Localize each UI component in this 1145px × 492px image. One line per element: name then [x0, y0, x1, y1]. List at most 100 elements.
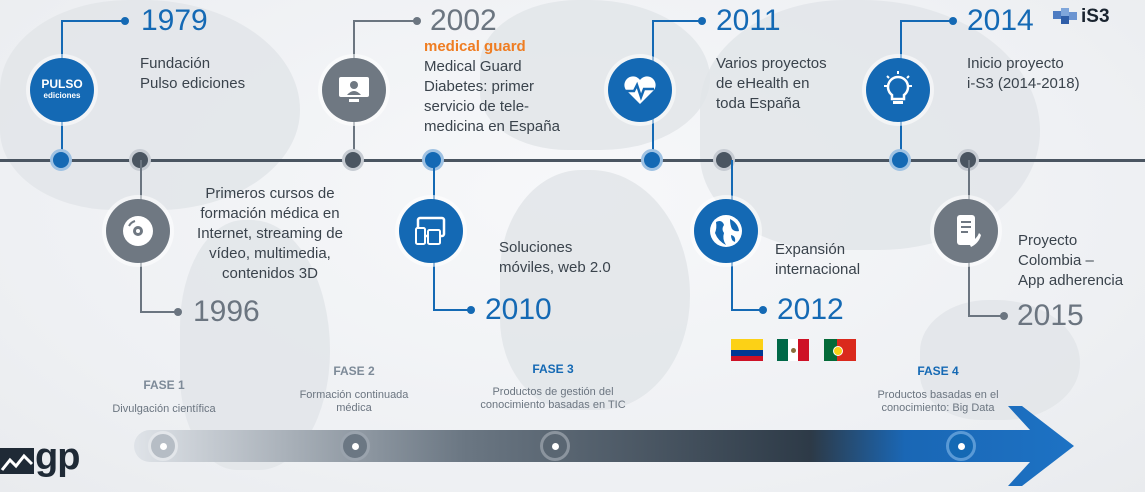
phase-4-title: FASE 4 — [917, 364, 959, 378]
desc-line: Fundación — [140, 55, 211, 72]
year-2014: 2014 — [967, 4, 1034, 37]
year-1996: 1996 — [193, 295, 260, 328]
phase-desc-line: conocimiento basadas en TIC — [480, 399, 626, 411]
phone-app-icon — [934, 199, 998, 263]
year-dot-2002 — [413, 17, 421, 25]
desc-line: Pulso ediciones — [140, 75, 246, 92]
year-2012: 2012 — [777, 293, 844, 326]
year-dot-2014 — [949, 17, 957, 25]
connector-1996-h — [140, 311, 178, 313]
phase-arrow — [134, 406, 1074, 486]
phase-desc-line: Formación continuada — [299, 389, 409, 401]
desc-line: móviles, web 2.0 — [499, 259, 611, 276]
logo-pulso-text: PULSO — [41, 77, 83, 91]
milestone-2011-desc: Varios proyectos de eHealth en toda Espa… — [716, 54, 827, 114]
phase-desc-line: Productos de gestión del — [492, 386, 614, 398]
desc-line: formación médica en — [200, 205, 340, 222]
desc-line: internacional — [775, 261, 861, 278]
map-australia — [920, 300, 1080, 420]
desc-line: Colombia – — [1018, 252, 1094, 269]
year-dot-2012 — [759, 306, 767, 314]
connector-2014-h — [900, 20, 953, 22]
milestone-1979-desc: Fundación Pulso ediciones — [140, 54, 245, 94]
flag-colombia — [731, 339, 763, 361]
phase-3-desc: Productos de gestión del conocimiento ba… — [480, 386, 625, 412]
globe-icon — [694, 199, 758, 263]
milestone-2014-desc: Inicio proyecto i-S3 (2014-2018) — [967, 54, 1080, 94]
gp-logo-text: gp — [35, 436, 80, 478]
phase-node-3 — [540, 431, 570, 461]
doctor-monitor-icon — [322, 58, 386, 122]
is3-logo: iS3 — [1052, 6, 1110, 28]
desc-line: Primeros cursos de — [205, 185, 335, 202]
phase-2-title: FASE 2 — [333, 364, 375, 378]
year-1979: 1979 — [141, 4, 208, 37]
timeline-node-2014 — [889, 149, 911, 171]
phase-3-title: FASE 3 — [532, 362, 574, 376]
milestone-2010-desc: Soluciones móviles, web 2.0 — [499, 238, 611, 278]
desc-line: i-S3 (2014-2018) — [967, 75, 1080, 92]
year-2015: 2015 — [1017, 299, 1084, 332]
pulso-ediciones-logo: PULSO ediciones — [30, 58, 94, 122]
phase-desc-line: Divulgación científica — [112, 403, 216, 415]
desc-line: Diabetes: primer — [424, 78, 535, 95]
phase-1-title: FASE 1 — [143, 378, 185, 392]
logo-ediciones-text: ediciones — [43, 91, 81, 100]
connector-2011-h — [652, 20, 702, 22]
desc-line: Proyecto — [1018, 232, 1078, 249]
lightbulb-icon — [866, 58, 930, 122]
phase-node-2 — [340, 431, 370, 461]
phase-2-desc: Formación continuada médica — [300, 389, 409, 415]
year-dot-2010 — [467, 306, 475, 314]
medical-guard-brand: medical guard — [424, 38, 526, 55]
timeline-node-1979 — [50, 149, 72, 171]
desc-line: App adherencia — [1018, 272, 1124, 289]
heart-pulse-icon — [608, 58, 672, 122]
map-europe — [480, 0, 710, 150]
flag-portugal — [824, 339, 856, 361]
timeline-node-2002 — [342, 149, 364, 171]
desc-line: vídeo, multimedia, — [209, 245, 331, 262]
phase-node-4 — [946, 431, 976, 461]
desc-line: medicina en España — [424, 118, 560, 135]
year-dot-2015 — [1000, 312, 1008, 320]
phase-desc-line: médica — [336, 402, 372, 414]
desc-line: Medical Guard — [424, 58, 522, 75]
devices-icon — [399, 199, 463, 263]
timeline-axis — [0, 159, 1145, 162]
year-2002: 2002 — [430, 4, 497, 37]
desc-line: contenidos 3D — [222, 265, 318, 282]
desc-line: Internet, streaming de — [197, 225, 343, 242]
map-africa — [500, 170, 690, 410]
year-dot-2011 — [698, 17, 706, 25]
milestone-2015-desc: Proyecto Colombia – App adherencia — [1018, 231, 1123, 291]
mountain-icon — [0, 448, 34, 474]
gp-logo: gp — [0, 436, 80, 478]
milestone-2012-desc: Expansión internacional — [775, 240, 860, 280]
puzzle-icon — [1053, 8, 1077, 24]
desc-line: servicio de tele- — [424, 98, 530, 115]
year-dot-1996 — [174, 308, 182, 316]
year-2010: 2010 — [485, 293, 552, 326]
desc-line: Inicio proyecto — [967, 55, 1064, 72]
connector-2002-h — [353, 20, 417, 22]
milestone-2002-desc: Medical Guard Diabetes: primer servicio … — [424, 57, 560, 137]
disc-icon — [106, 199, 170, 263]
phase-desc-line: conocimiento: Big Data — [881, 402, 995, 414]
year-dot-1979 — [121, 17, 129, 25]
timeline-node-2011 — [641, 149, 663, 171]
desc-line: Varios proyectos — [716, 55, 827, 72]
desc-line: Soluciones — [499, 239, 573, 256]
year-2011: 2011 — [716, 4, 781, 37]
desc-line: Expansión — [775, 241, 846, 258]
desc-line: de eHealth en — [716, 75, 810, 92]
phase-node-1 — [148, 431, 178, 461]
connector-2012-h — [731, 309, 763, 311]
connector-2015-h — [968, 315, 1004, 317]
is3-logo-text: iS3 — [1081, 6, 1110, 27]
desc-line: toda España — [716, 95, 801, 112]
phase-1-desc: Divulgación científica — [112, 403, 215, 416]
milestone-1996-desc: Primeros cursos de formación médica en I… — [175, 184, 365, 284]
map-south-america — [180, 220, 330, 470]
